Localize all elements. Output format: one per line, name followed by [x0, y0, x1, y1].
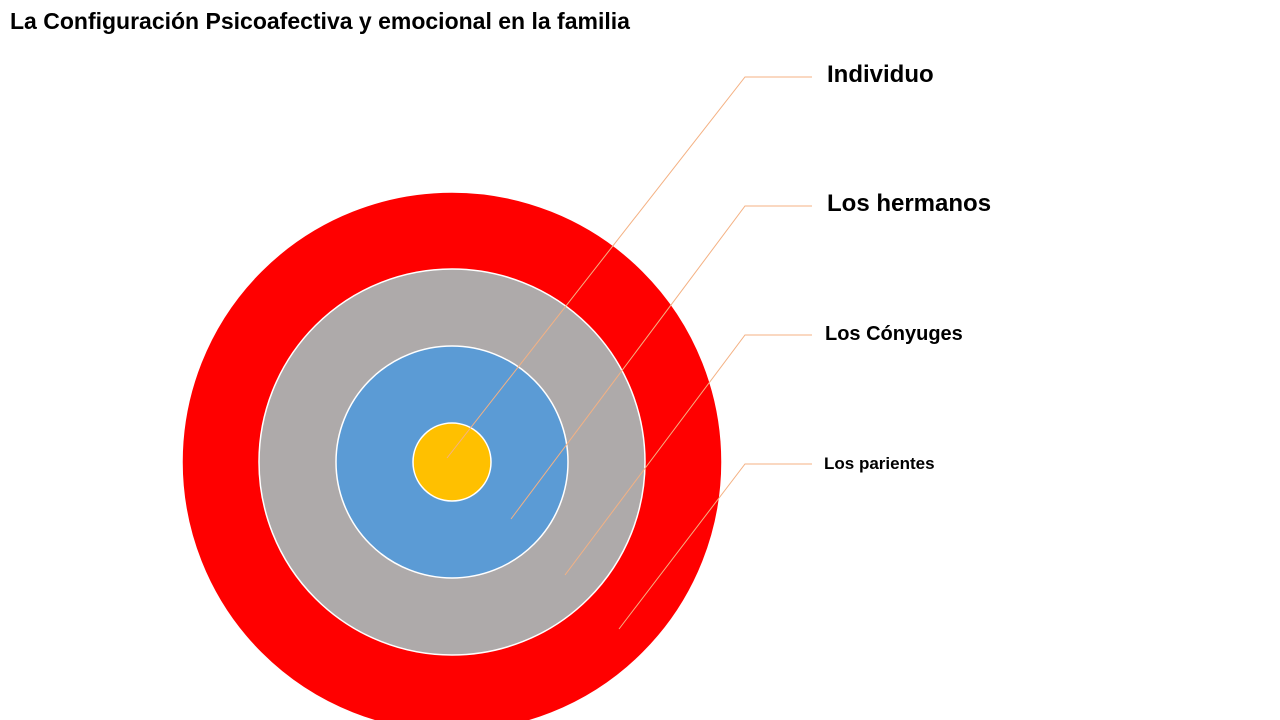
label-parientes: Los parientes — [824, 454, 935, 473]
leader-line-individuo — [446, 76, 812, 459]
leader-line-hermanos — [510, 205, 812, 520]
ring-center-individuo — [412, 422, 492, 502]
slide-title: La Configuración Psicoafectiva y emocion… — [10, 8, 630, 34]
leader-line-conyuges — [564, 334, 812, 576]
leader-line-parientes — [618, 463, 812, 630]
label-conyuges: Los Cónyuges — [825, 323, 963, 345]
label-individuo: Individuo — [827, 61, 934, 88]
label-hermanos: Los hermanos — [827, 190, 992, 217]
